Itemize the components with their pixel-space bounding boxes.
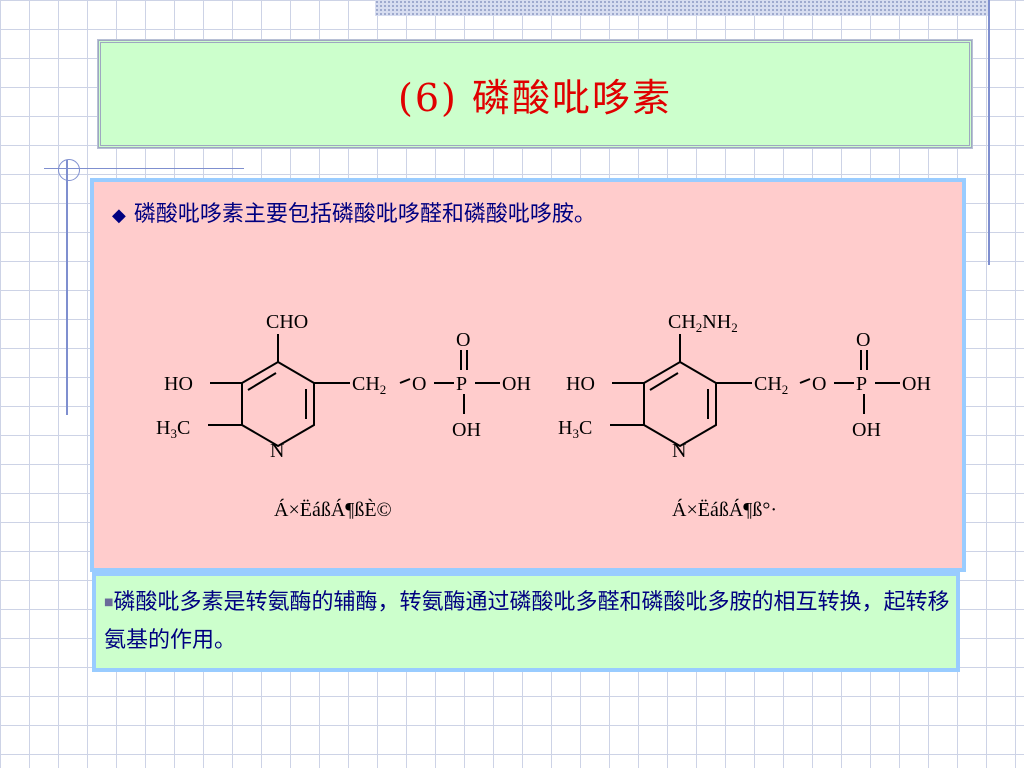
structure-pyridoxal-phosphate: CHO HO H3C N CH2 O P O OH OH Á×ËáßÁ¶ßÈ© [156, 311, 531, 521]
slide-title: (6) 磷酸吡哆素 [398, 75, 672, 120]
left-p-label: P [456, 373, 467, 395]
left-caption: Á×ËáßÁ¶ßÈ© [274, 498, 392, 521]
structure-pyridoxamine-phosphate: CH2NH2 HO H3C N CH2 O P O OH OH Á×ËáßÁ¶ß… [558, 311, 931, 521]
right-n-label: N [672, 440, 686, 462]
left-p-oh-right-label: OH [502, 373, 531, 395]
right-p-oh-bottom-label: OH [852, 419, 881, 441]
decor-vertical-line-right [988, 0, 990, 265]
top-decorative-band [375, 0, 990, 16]
bullet-text: 磷酸吡哆素主要包括磷酸吡哆醛和磷酸吡哆胺。 [133, 202, 596, 227]
right-ho-label: HO [566, 373, 595, 395]
decor-vertical-line-left [66, 160, 68, 415]
right-ch2-label: CH2 [754, 373, 788, 397]
square-bullet-icon: ■ [104, 597, 114, 608]
note-text: 磷酸吡多素是转氨酶的辅酶，转氨酶通过磷酸吡多醛和磷酸吡多胺的相互转换，起转移氨基… [104, 590, 950, 653]
structure-diagram: CHO HO H3C N CH2 O P O OH OH Á×ËáßÁ¶ßÈ© [156, 311, 931, 521]
decor-horizontal-line [44, 168, 244, 169]
content-box: ◆ 磷酸吡哆素主要包括磷酸吡哆醛和磷酸吡哆胺。 CHO HO H3C [90, 178, 966, 572]
left-n-label: N [270, 440, 284, 462]
right-p-top-o-label: O [856, 329, 870, 351]
left-ho-label: HO [164, 373, 193, 395]
right-p-oh-right-label: OH [902, 373, 931, 395]
right-h3c-label: H3C [558, 417, 592, 441]
left-ch2-label: CH2 [352, 373, 386, 397]
decor-circle-mark [58, 159, 80, 181]
bullet-line: ◆ 磷酸吡哆素主要包括磷酸吡哆醛和磷酸吡哆胺。 [112, 196, 596, 228]
note-box: ■磷酸吡多素是转氨酶的辅酶，转氨酶通过磷酸吡多醛和磷酸吡多胺的相互转换，起转移氨… [92, 572, 960, 672]
left-o-link-label: O [412, 373, 426, 395]
left-cho-label: CHO [266, 311, 308, 333]
diamond-bullet-icon: ◆ [112, 205, 126, 226]
left-h3c-label: H3C [156, 417, 190, 441]
right-caption: Á×ËáßÁ¶ß°· [672, 498, 777, 521]
left-p-oh-bottom-label: OH [452, 419, 481, 441]
left-p-top-o-label: O [456, 329, 470, 351]
title-box: (6) 磷酸吡哆素 [97, 39, 973, 149]
right-ch2nh2-label: CH2NH2 [668, 311, 738, 335]
right-o-link-label: O [812, 373, 826, 395]
right-p-label: P [856, 373, 867, 395]
